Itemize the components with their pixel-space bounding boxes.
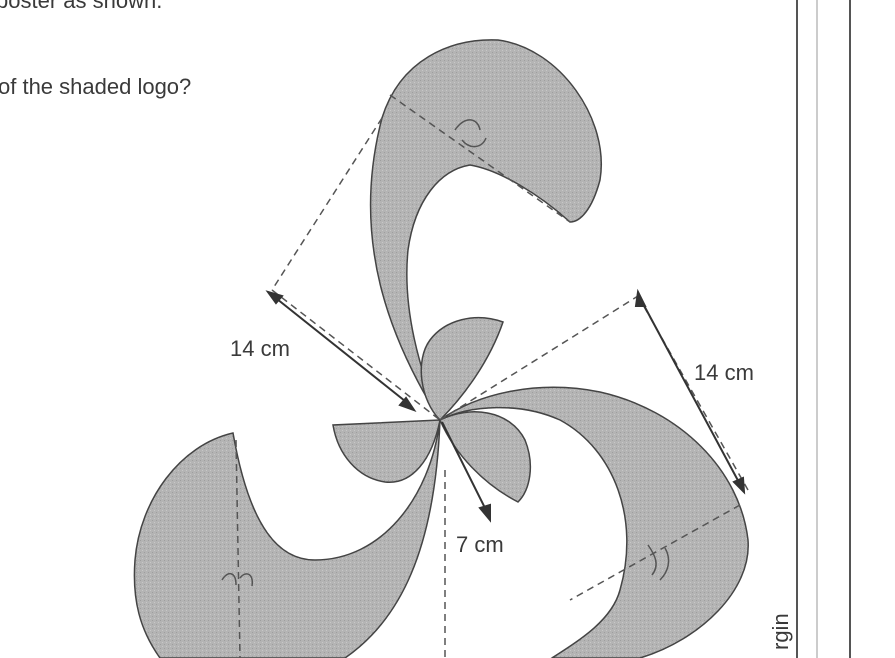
large-petal-lower-left (133, 419, 441, 658)
small-petal-right (439, 411, 532, 503)
arrowhead-upper-left-a (265, 290, 284, 305)
small-petal-left (332, 419, 441, 483)
compass-mark-left (221, 573, 254, 587)
dashed-line-right-top (439, 295, 639, 421)
dashed-line-right-diameter (569, 504, 741, 601)
small-petal-top (420, 316, 504, 422)
large-petal-right (439, 386, 749, 658)
label-right-14cm: 14 cm (694, 360, 754, 385)
label-upper-left-14cm: 14 cm (230, 336, 290, 361)
arrowhead-center (478, 503, 491, 523)
question-line-1: poster as shown. (0, 0, 163, 13)
dimension-arrow-center (441, 421, 489, 515)
arrowhead-right-a (634, 288, 647, 307)
margin-fragment: rgin (768, 613, 793, 650)
compass-mark-top (454, 119, 487, 148)
arrowhead-upper-left-b (398, 396, 417, 412)
arrowhead-right-b (732, 476, 746, 495)
dimension-arrow-upper-left (271, 294, 411, 406)
compass-mark-right (647, 544, 670, 581)
label-center-7cm: 7 cm (456, 532, 504, 557)
dashed-line-left-vertical (235, 439, 241, 658)
question-line-2: of the shaded logo? (0, 74, 192, 99)
dimension-arrow-right (639, 297, 743, 489)
large-petal-top (369, 39, 602, 421)
dashed-line-top-left (271, 117, 383, 291)
dashed-line-top-diameter (389, 94, 571, 223)
